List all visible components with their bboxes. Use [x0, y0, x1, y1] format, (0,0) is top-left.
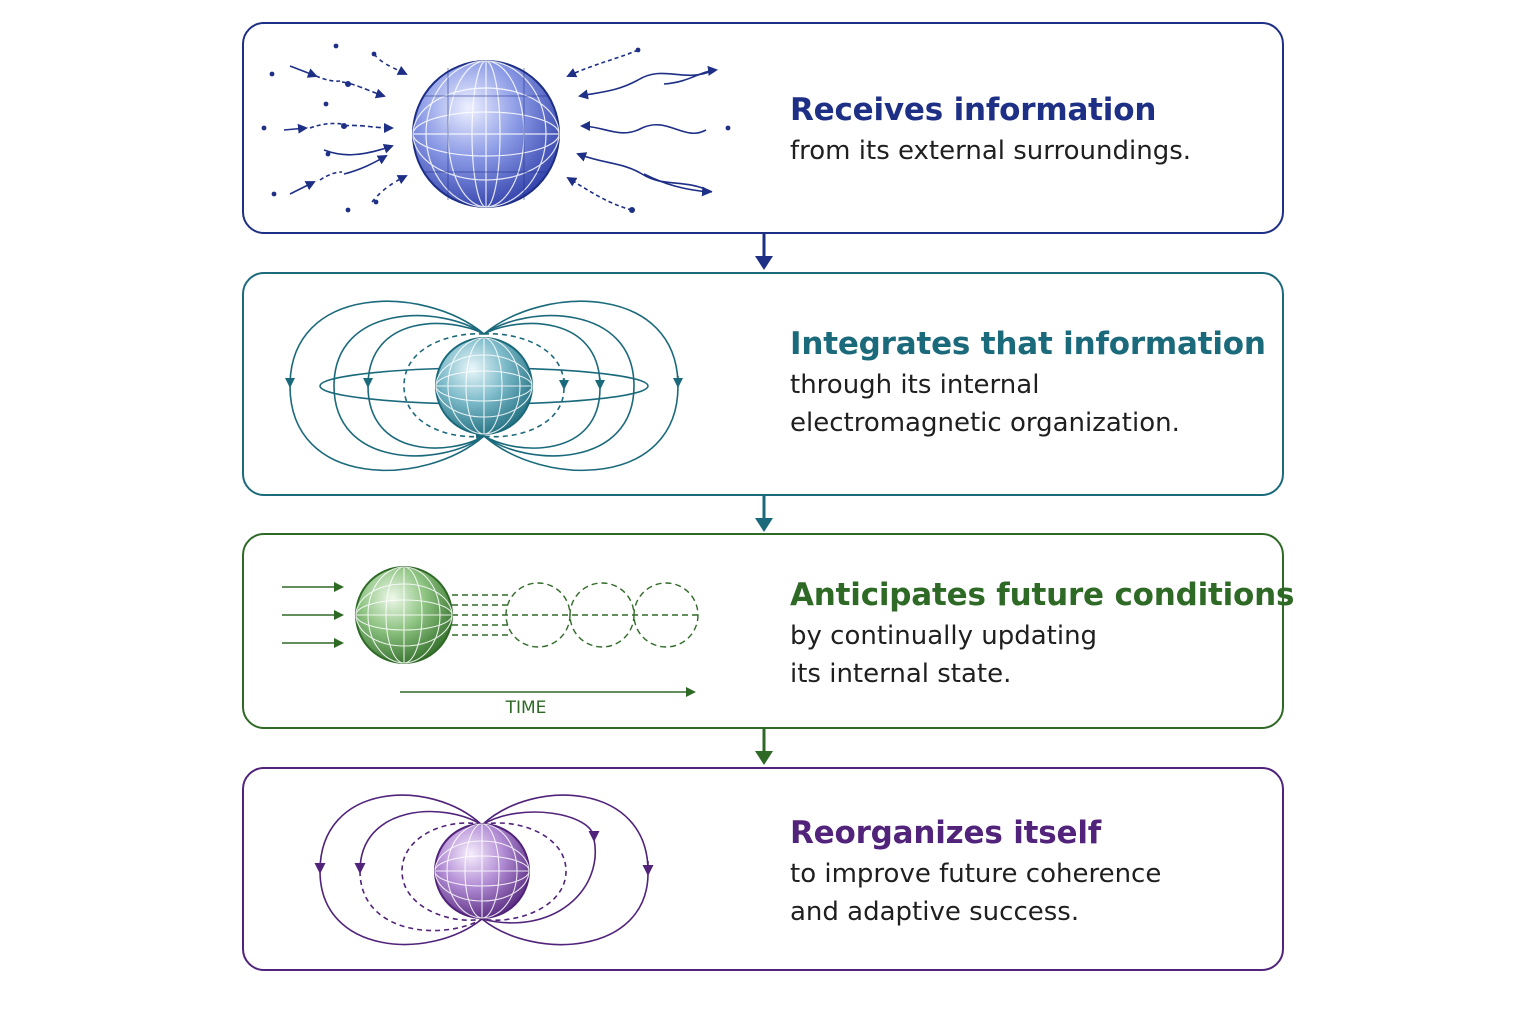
- sphere-with-field-lines-icon: [285, 300, 683, 471]
- time-axis-label: TIME: [505, 698, 547, 718]
- stage-receives-text: Receives information from its external s…: [790, 90, 1191, 170]
- stage-anticipates-panel: TIME Anticipates future conditions by co…: [242, 533, 1294, 729]
- flow-arrow-down-icon: [755, 496, 773, 532]
- stage-description-line: its internal state.: [790, 659, 1012, 689]
- sphere-projected-over-time-icon: TIME: [282, 566, 700, 718]
- stage-heading: Integrates that information: [790, 326, 1266, 362]
- stage-integrates-panel: Integrates that information through its …: [242, 272, 1284, 496]
- stage-description-line: and adaptive success.: [790, 897, 1080, 927]
- stage-anticipates-text: Anticipates future conditions by continu…: [790, 575, 1294, 693]
- stage-description-line: by continually updating: [790, 621, 1098, 651]
- sphere-with-incoming-signals-icon: [261, 43, 731, 213]
- stage-reorganizes-panel: Reorganizes itself to improve future coh…: [242, 767, 1284, 971]
- stage-reorganizes-text: Reorganizes itself to improve future coh…: [790, 813, 1161, 931]
- flow-arrow-down-icon: [755, 729, 773, 765]
- stage-description-line: from its external surroundings.: [790, 136, 1192, 166]
- stage-heading: Reorganizes itself: [790, 815, 1102, 851]
- stage-description-line: electromagnetic organization.: [790, 408, 1180, 438]
- flow-arrow-down-icon: [755, 234, 773, 270]
- stage-receives-panel: Receives information from its external s…: [242, 22, 1284, 234]
- stage-heading: Anticipates future conditions: [790, 577, 1295, 613]
- stage-description-line: to improve future coherence: [790, 859, 1162, 889]
- sphere-with-reorganizing-loops-icon: [314, 794, 654, 946]
- stage-integrates-text: Integrates that information through its …: [790, 324, 1266, 442]
- stage-description-line: through its internal: [790, 370, 1040, 400]
- stage-heading: Receives information: [790, 92, 1157, 128]
